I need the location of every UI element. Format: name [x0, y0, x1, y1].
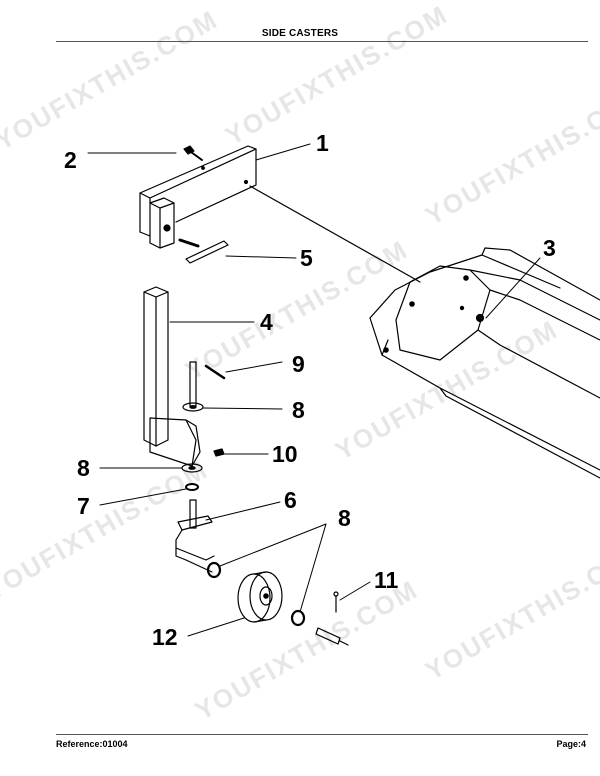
callout-8a: 8: [292, 397, 305, 423]
header-rule: [56, 41, 588, 42]
callout-4: 4: [260, 309, 273, 335]
part-10-nut: [213, 448, 225, 457]
footer-rule: [56, 734, 588, 735]
page-title: SIDE CASTERS: [261, 28, 339, 39]
part-11-cotter-pin: [333, 591, 339, 613]
callout-2: 2: [64, 147, 77, 173]
part-6-yoke: [175, 499, 215, 573]
callout-6: 6: [284, 487, 297, 513]
callout-7: 7: [77, 493, 90, 519]
part-4-tube: [143, 286, 201, 467]
part-8-spacer-left: [206, 561, 222, 579]
callout-9: 9: [292, 351, 305, 377]
part-7-bushing: [185, 483, 199, 491]
callout-1: 1: [316, 130, 329, 156]
part-8-washer-upper: [182, 402, 204, 412]
callout-8c: 8: [338, 505, 351, 531]
part-9-bolt: [204, 364, 226, 380]
caster-pin: [189, 361, 197, 407]
leader-line: [249, 185, 421, 283]
callout-10: 10: [272, 441, 298, 467]
part-12-wheel: [237, 571, 283, 623]
callout-12: 12: [152, 624, 178, 650]
leader-lines: [87, 143, 541, 637]
part-1-bracket: [139, 145, 257, 249]
axle-bolt: [315, 627, 349, 646]
callout-5: 5: [300, 245, 313, 271]
part-5-pin: [178, 238, 229, 264]
part-8-spacer-right: [290, 609, 306, 627]
footer-page-number: Page:4: [556, 739, 586, 749]
part-2-bolt: [183, 145, 203, 161]
callout-8b: 8: [77, 455, 90, 481]
callout-3: 3: [543, 235, 556, 261]
footer-reference: Reference:01004: [56, 739, 128, 749]
mower-deck: [369, 247, 600, 479]
callout-11: 11: [374, 567, 399, 593]
